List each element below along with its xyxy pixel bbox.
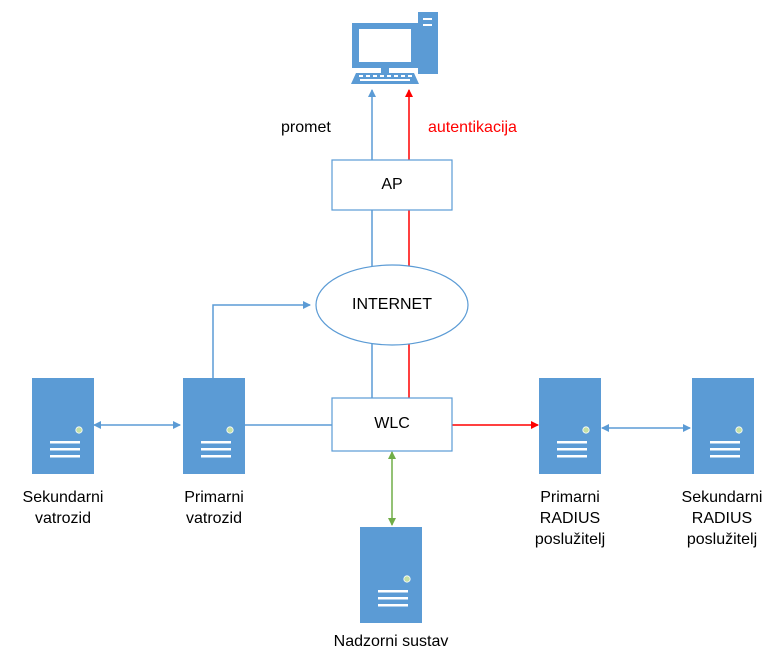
primary-radius-label: Primarni RADIUS poslužitelj	[534, 489, 606, 548]
internet-label: INTERNET	[352, 296, 432, 313]
authentication-label: autentikacija	[428, 119, 517, 136]
wlc-label: WLC	[374, 415, 410, 432]
primary-radius-server-icon	[538, 377, 602, 475]
monitoring-server-icon	[359, 526, 423, 624]
primary-firewall-server-icon	[182, 377, 246, 475]
computer-icon	[351, 12, 438, 84]
primary-firewall-label: Primarni vatrozid	[184, 489, 244, 527]
secondary-radius-server-icon	[691, 377, 755, 475]
traffic-label: promet	[281, 119, 331, 136]
ap-label: AP	[381, 176, 403, 193]
secondary-firewall-label: Sekundarni vatrozid	[22, 489, 104, 527]
wlc-box	[331, 397, 453, 452]
secondary-radius-label: Sekundarni RADIUS poslužitelj	[681, 489, 763, 548]
internet-ellipse	[315, 264, 469, 346]
secondary-firewall-server-icon	[31, 377, 95, 475]
ap-box	[331, 159, 453, 211]
monitoring-label: Nadzorni sustav	[333, 633, 449, 650]
